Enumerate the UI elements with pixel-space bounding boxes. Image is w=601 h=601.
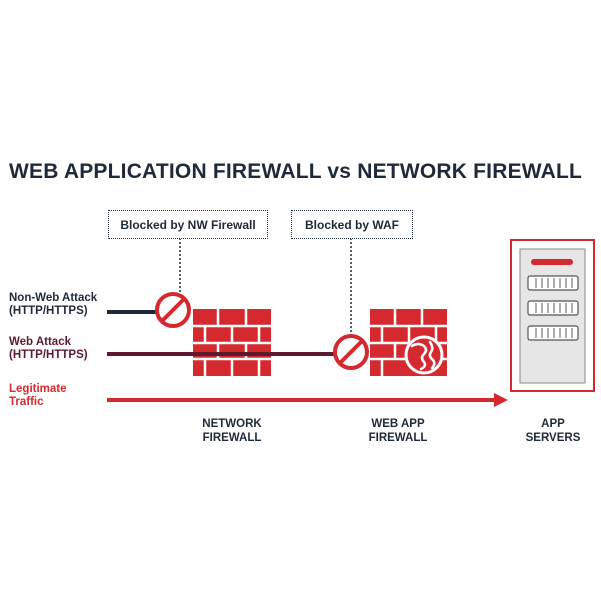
no-entry-icon — [155, 292, 191, 328]
network-firewall-brick-wall-icon — [193, 309, 271, 376]
network-firewall-caption: NETWORK FIREWALL — [202, 418, 262, 444]
nw-firewall-callout-text: Blocked by NW Firewall — [120, 217, 256, 232]
waf-callout: Blocked by WAF — [291, 210, 413, 239]
legitimate-traffic-arrow — [107, 393, 508, 407]
no-entry-icon — [333, 334, 369, 370]
nw-firewall-callout: Blocked by NW Firewall — [108, 210, 268, 239]
waf-brick-wall-icon — [370, 309, 447, 376]
non-web-attack-label: Non-Web Attack (HTTP/HTTPS) — [9, 292, 98, 317]
legitimate-traffic-label: Legitimate Traffic — [9, 383, 67, 408]
globe-icon — [404, 335, 444, 375]
web-app-firewall-caption: WEB APP FIREWALL — [368, 418, 428, 444]
waf-callout-text: Blocked by WAF — [304, 217, 399, 232]
app-servers-caption: APP SERVERS — [525, 418, 581, 444]
diagram-title: WEB APPLICATION FIREWALL vs NETWORK FIRE… — [9, 160, 583, 183]
web-attack-label: Web Attack (HTTP/HTTPS) — [9, 336, 88, 361]
server-rack-icon — [510, 239, 595, 392]
